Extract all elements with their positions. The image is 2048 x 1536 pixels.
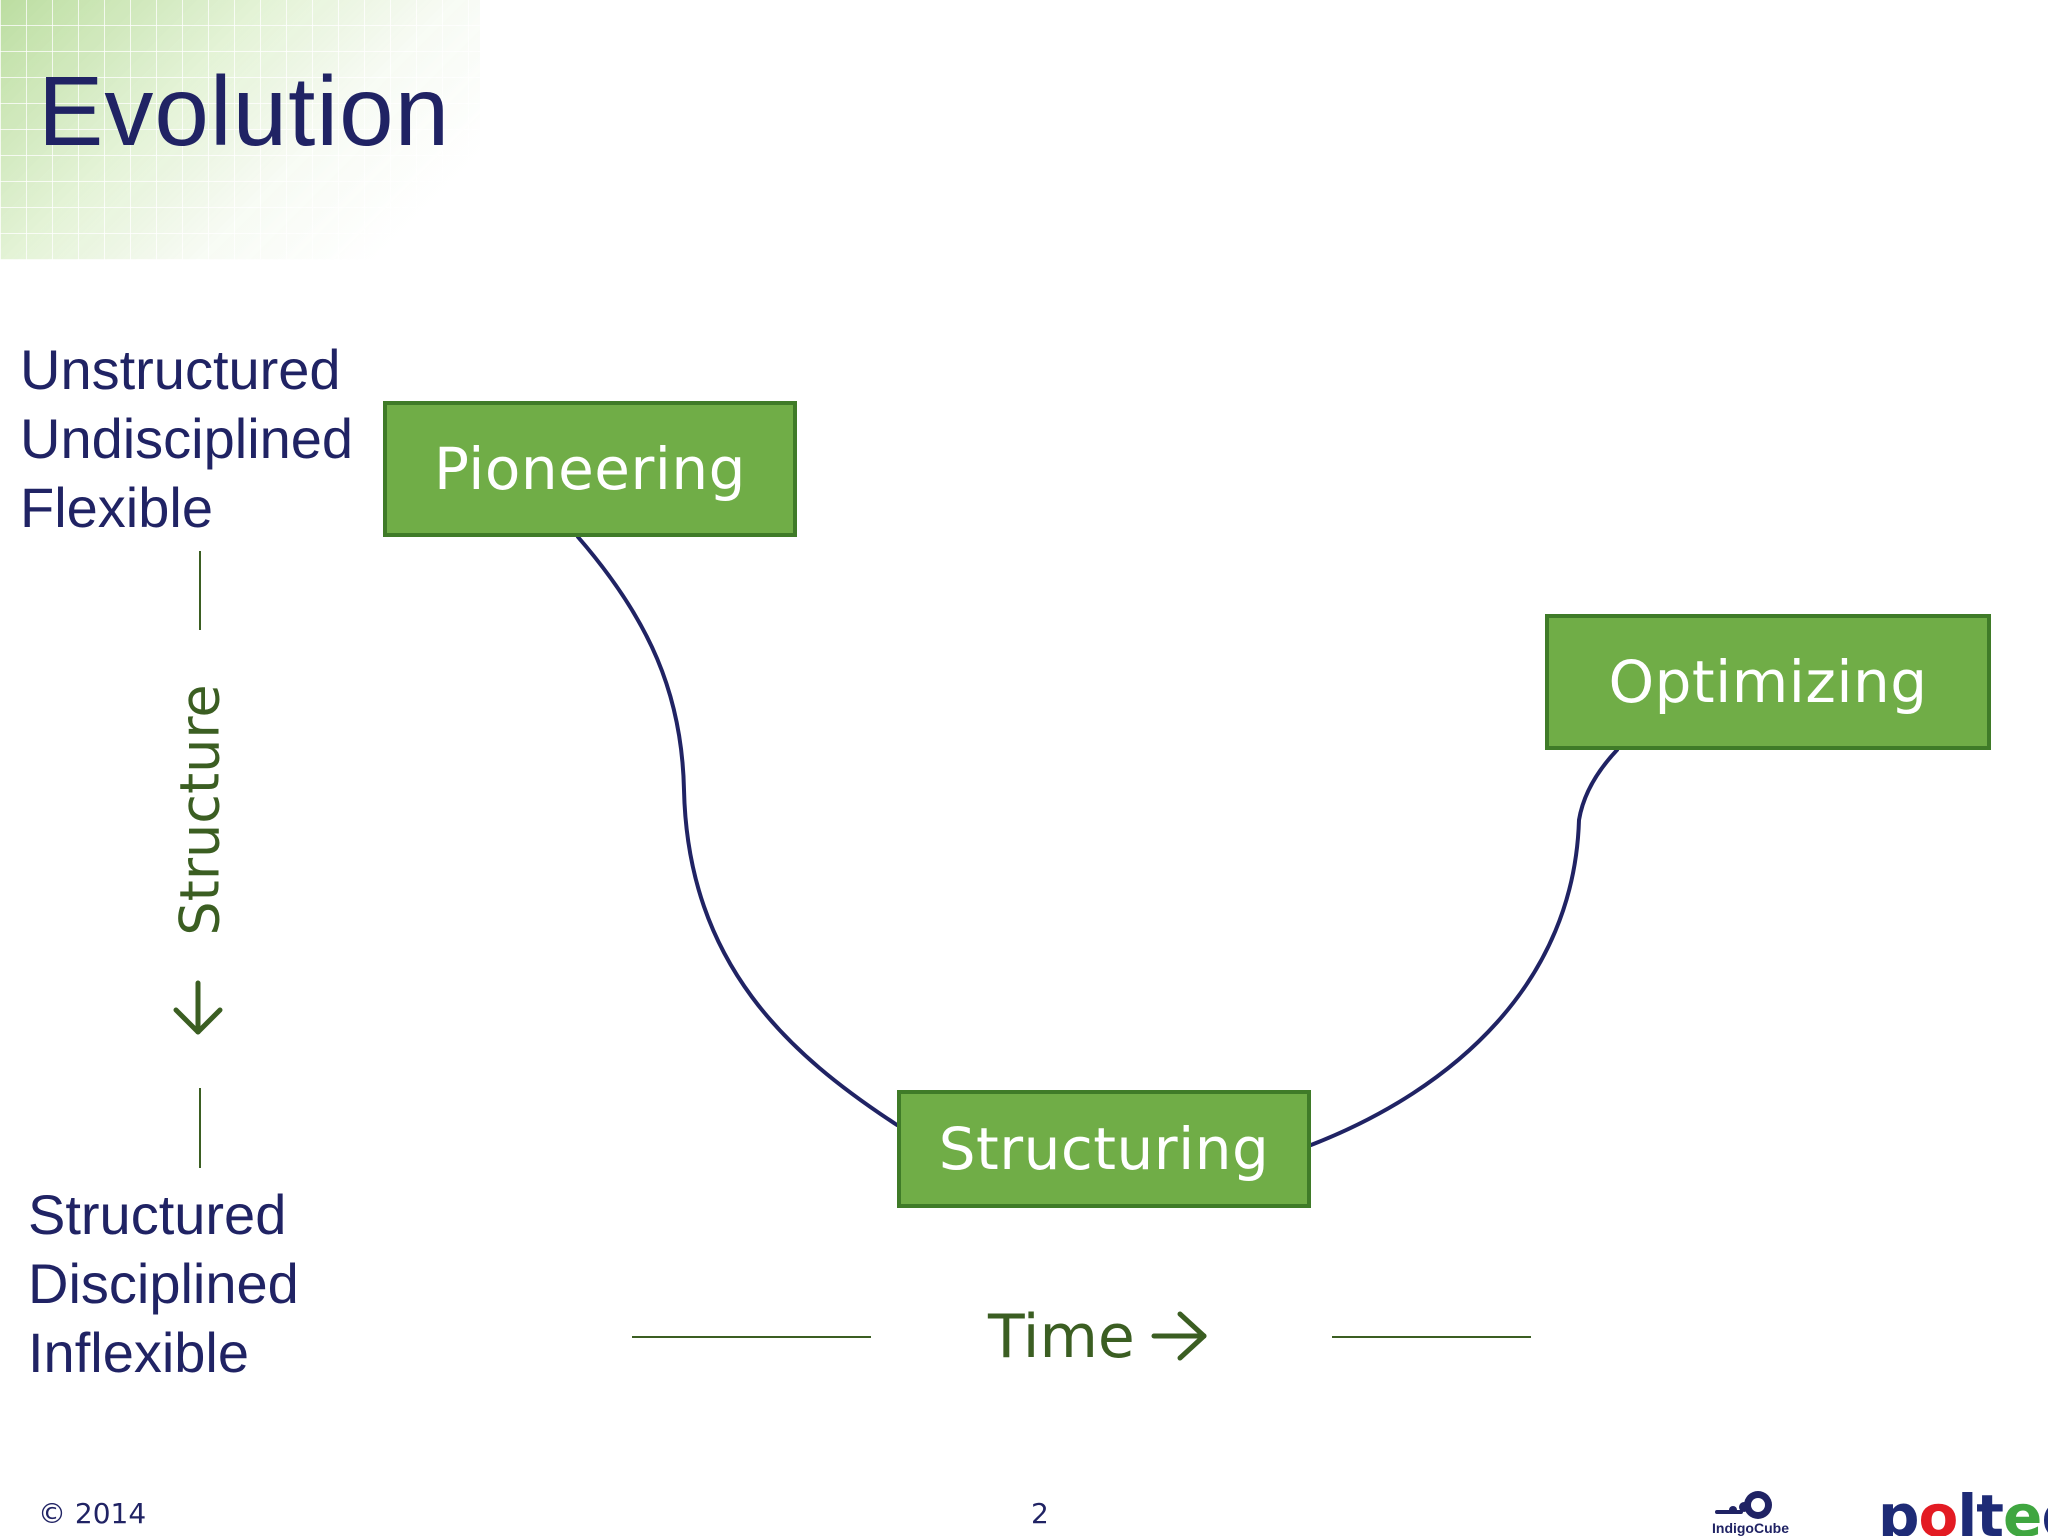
stage-optimizing-label: Optimizing bbox=[1608, 648, 1928, 716]
stage-structuring: Structuring bbox=[897, 1090, 1311, 1208]
corner-grid-decoration bbox=[0, 0, 480, 260]
inflexible-label: Inflexible bbox=[28, 1321, 250, 1384]
arrow-down-icon bbox=[173, 980, 223, 1035]
undisciplined-label: Undisciplined bbox=[20, 407, 354, 470]
stage-pioneering: Pioneering bbox=[383, 401, 797, 537]
bottom-structure-labels: Structured Disciplined Inflexible bbox=[28, 1180, 299, 1387]
evolution-curve bbox=[576, 535, 899, 1127]
polteq-logo-o-mark: o bbox=[1918, 1482, 1959, 1536]
polteq-logo-e-mark: e bbox=[2003, 1482, 2042, 1536]
unstructured-label: Unstructured bbox=[20, 338, 341, 401]
polteq-logo-q-mark: q bbox=[2041, 1482, 2048, 1536]
stage-pioneering-label: Pioneering bbox=[434, 435, 746, 503]
disciplined-label: Disciplined bbox=[28, 1252, 299, 1315]
polteq-logo-text: p bbox=[1878, 1482, 1920, 1536]
polteq-logo: polteq bbox=[1878, 1487, 2048, 1536]
structured-label: Structured bbox=[28, 1183, 287, 1246]
stage-optimizing: Optimizing bbox=[1545, 614, 1991, 750]
stage-structuring-label: Structuring bbox=[938, 1115, 1270, 1183]
page-number: 2 bbox=[1031, 1497, 1049, 1530]
polteq-logo-t-mark: t bbox=[1976, 1482, 2004, 1536]
top-structure-labels: Unstructured Undisciplined Flexible bbox=[20, 335, 353, 542]
polteq-logo-l-mark: l bbox=[1957, 1482, 1977, 1536]
flexible-label: Flexible bbox=[20, 476, 213, 539]
indigo-cube-logo-mark bbox=[1715, 1491, 1772, 1519]
structure-axis-label: Structure bbox=[168, 684, 232, 936]
copyright-footer: © 2014 bbox=[38, 1497, 147, 1530]
time-axis-label: Time bbox=[988, 1302, 1135, 1372]
indigo-cube-logo-text: IndigoCube bbox=[1712, 1520, 1789, 1536]
arrow-right-icon bbox=[1151, 1311, 1207, 1361]
evolution-curve-right bbox=[1309, 748, 1619, 1147]
page-title: Evolution bbox=[38, 56, 451, 166]
